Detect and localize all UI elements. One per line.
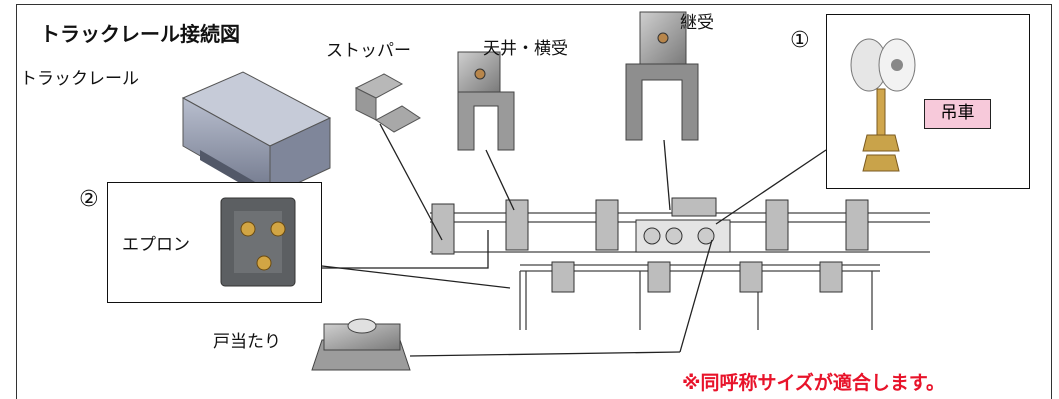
rail-joint-section — [635, 219, 731, 253]
hanger-label: 吊車 — [924, 99, 991, 129]
compatibility-note: ※同呼称サイズが適合します。 — [682, 372, 946, 394]
joint-bracket-part — [625, 11, 699, 141]
track-rail-part — [181, 71, 332, 197]
hanger-detail-box — [826, 14, 1030, 189]
hanger-wheel-image — [850, 38, 916, 172]
ceiling-bracket-part — [457, 51, 515, 151]
stopper-label: ストッパー — [326, 41, 411, 61]
diagram-frame — [16, 4, 1052, 399]
apron-label: エプロン — [122, 235, 190, 255]
apron-part-image — [220, 197, 296, 287]
callout-number-2: ② — [79, 187, 99, 212]
track-rail-label: トラックレール — [20, 69, 139, 89]
callout-number-1: ① — [790, 28, 810, 53]
apron-detail-box — [107, 182, 322, 303]
stopper-part — [354, 73, 421, 133]
door-stop-part — [311, 318, 411, 371]
rail-brackets — [431, 197, 869, 293]
door-stop-label: 戸当たり — [213, 332, 281, 352]
joint-label: 継受 — [680, 13, 714, 33]
ceiling-bracket-label: 天井・横受 — [483, 39, 568, 59]
diagram-title: トラックレール接続図 — [40, 22, 240, 46]
